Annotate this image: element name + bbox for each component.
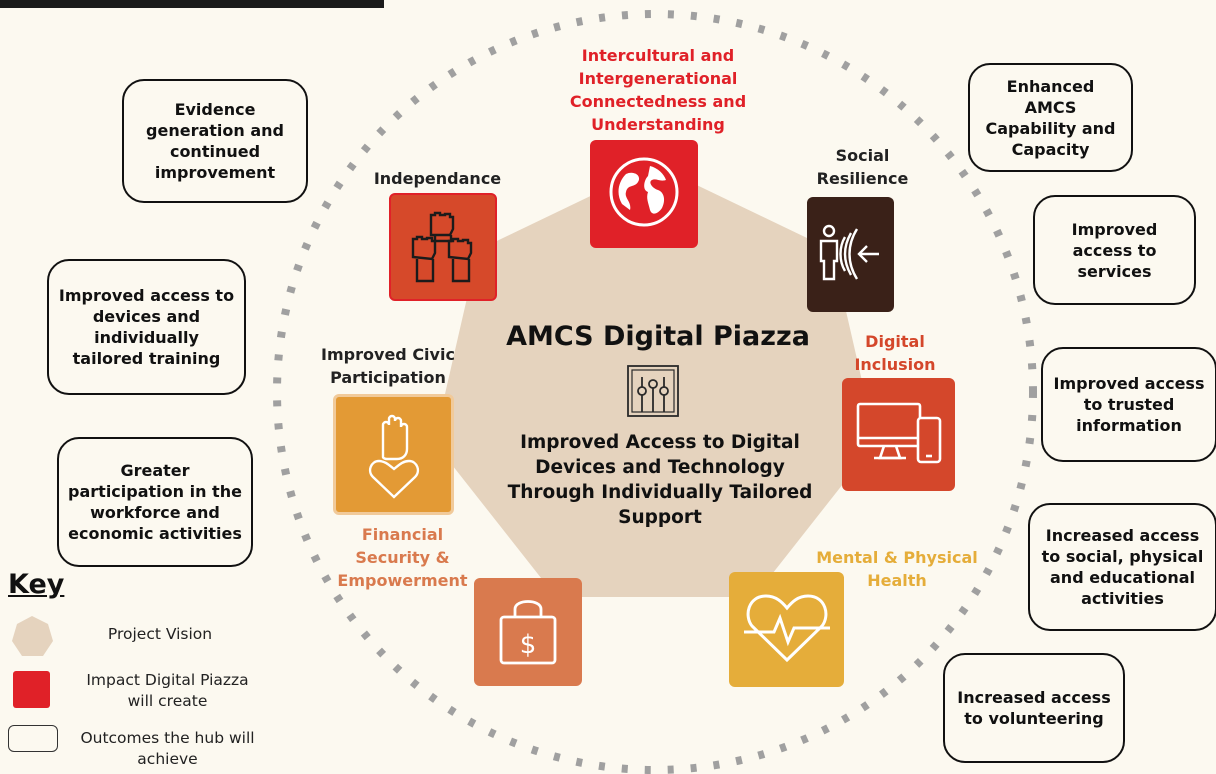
key-outcome-label: Outcomes the hub will achieve [80, 729, 255, 768]
outcome-evidence: Evidence generation and continued improv… [122, 79, 308, 203]
svg-text:$: $ [520, 630, 537, 660]
heartbeat-icon [742, 588, 832, 672]
key-title: Key [8, 569, 65, 600]
outcome-devices-training: Improved access to devices and individua… [47, 259, 246, 395]
impact-label-financial: Financial Security & Empowerment [337, 525, 468, 590]
key-vision-swatch [12, 616, 53, 656]
impact-tile-independance [389, 193, 497, 301]
raised-fists-icon [403, 205, 483, 289]
impact-tile-social-resilience [807, 197, 894, 312]
impact-tile-digital-inclusion [842, 378, 955, 491]
circuit-icon [627, 365, 679, 417]
impact-label-civic: Improved Civic Participation [321, 345, 455, 387]
dotted-circle [273, 10, 1037, 774]
impact-label-health: Mental & Physical Health [816, 548, 978, 590]
hand-heart-icon [359, 405, 429, 505]
impact-tile-connectedness [590, 140, 698, 248]
outcome-services: Improved access to services [1033, 195, 1196, 305]
key-outcome-swatch [8, 725, 58, 752]
vision-title: AMCS Digital Piazza [506, 321, 810, 352]
outcome-activities: Increased access to social, physical and… [1028, 503, 1216, 631]
impact-label-independance: Independance [373, 169, 502, 188]
key-vision-label: Project Vision [107, 625, 213, 643]
key-impact-label: Impact Digital Piazza will create [86, 671, 249, 710]
outcome-volunteering: Increased access to volunteering [943, 653, 1125, 763]
impact-label-social-resilience: Social Resilience [816, 146, 909, 188]
impact-tile-health [729, 572, 844, 687]
outcome-trusted-information: Improved access to trusted information [1041, 347, 1216, 462]
key-impact-swatch [13, 671, 50, 708]
devices-icon [854, 398, 944, 472]
header-bar [0, 0, 384, 8]
impact-label-connectedness: Intercultural and Intergenerational Conn… [569, 46, 747, 134]
money-bag-icon: $ [495, 593, 561, 671]
globe-icon [606, 154, 682, 234]
impact-tile-civic [333, 394, 454, 515]
person-shield-icon [815, 217, 887, 293]
outcome-workforce: Greater participation in the workforce a… [57, 437, 253, 567]
impact-label-digital-inclusion: Digital Inclusion [854, 332, 936, 374]
outcome-amcs-capability: Enhanced AMCS Capability and Capacity [968, 63, 1133, 172]
impact-tile-financial: $ [474, 578, 582, 686]
vision-subtitle: Improved Access to Digital Devices and T… [507, 432, 813, 528]
